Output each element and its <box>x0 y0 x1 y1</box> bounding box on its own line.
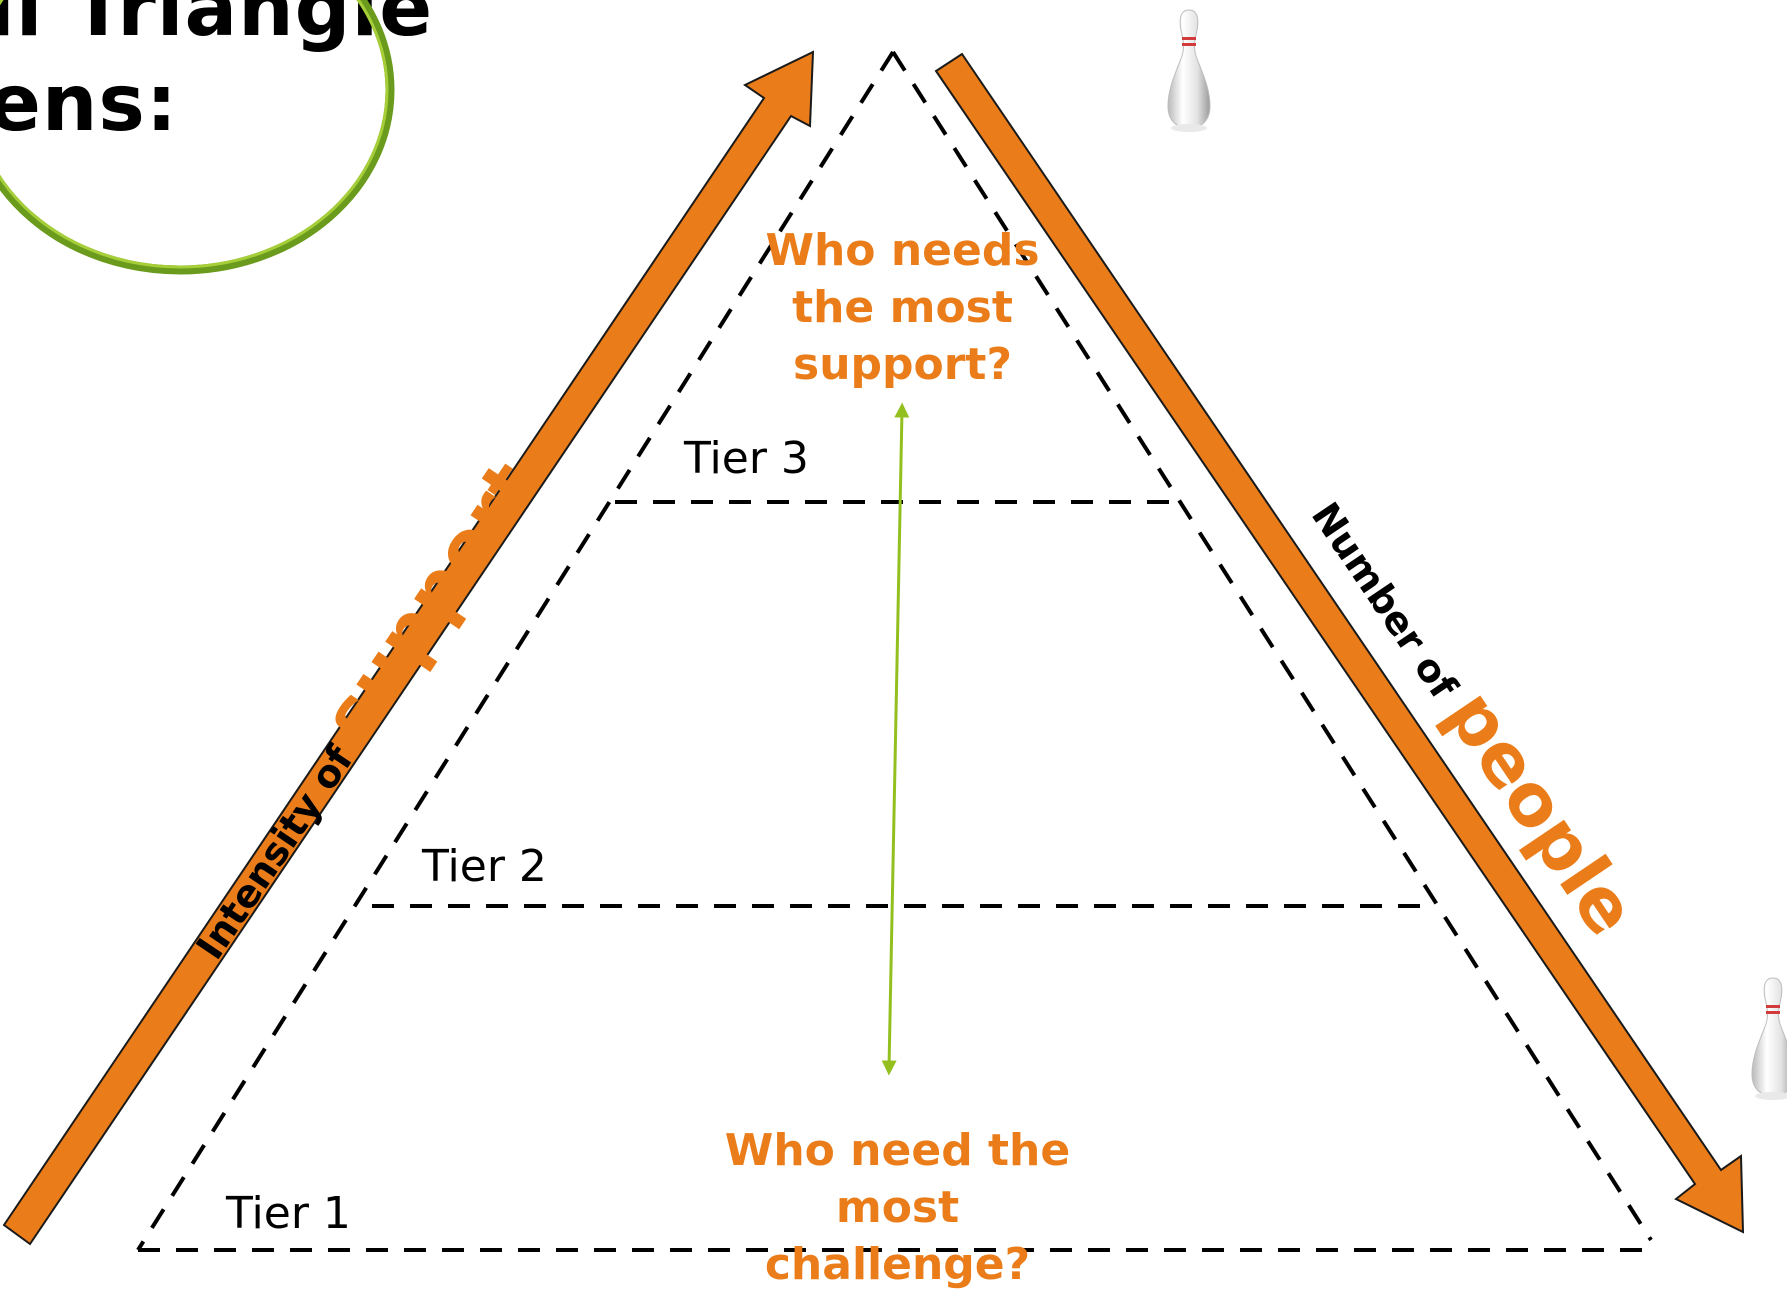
bowling-pin-icon <box>1751 977 1787 1100</box>
tier1-label: Tier 1 <box>226 1188 351 1239</box>
triangle-right-edge <box>891 50 1653 1242</box>
triangle-left-edge <box>136 50 895 1252</box>
highlight-ring <box>0 0 395 275</box>
bottom-question: Who need the most challenge? <box>724 1125 1071 1291</box>
range-double-arrow <box>881 402 910 1076</box>
bowling-pin-icon <box>1167 9 1211 132</box>
top-question: Who needs the most support? <box>765 225 1040 391</box>
tier3-label: Tier 3 <box>684 433 809 484</box>
tier2-label: Tier 2 <box>422 841 547 892</box>
support-arrow <box>2 50 815 1246</box>
people-arrow <box>934 52 1745 1234</box>
